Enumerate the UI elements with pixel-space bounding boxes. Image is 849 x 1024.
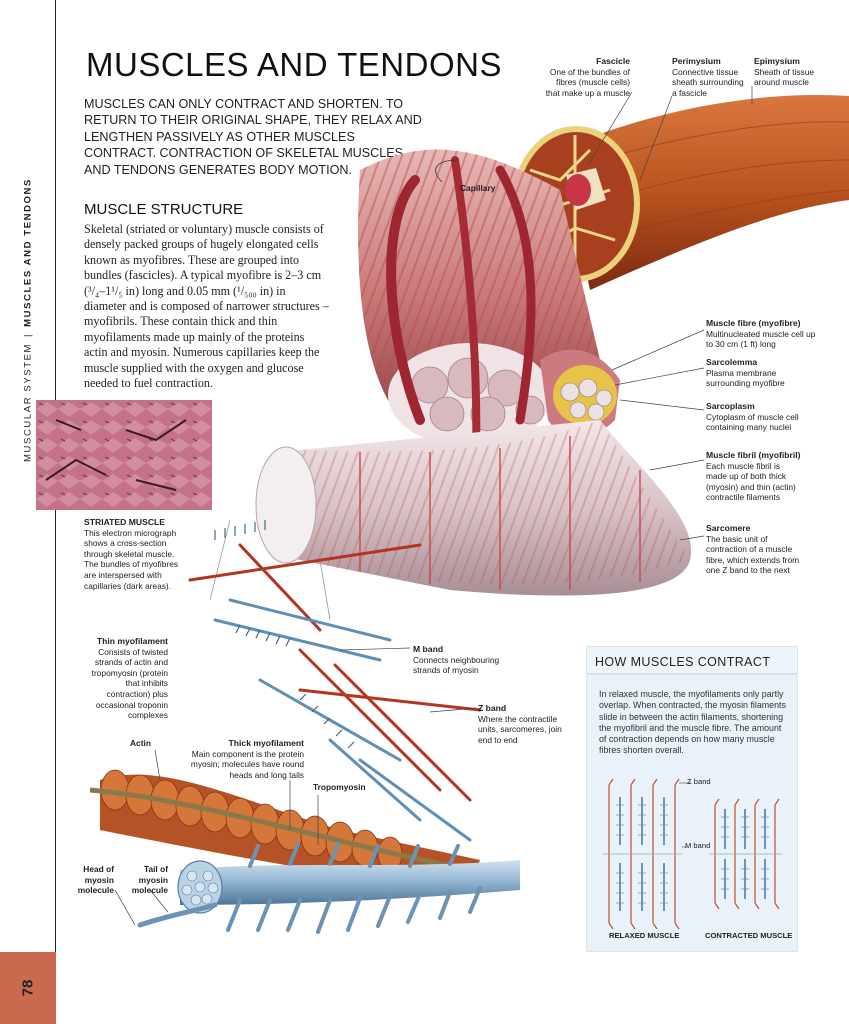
diagram-label-z-band: Z band — [687, 777, 711, 786]
label-actin: Actin — [130, 738, 151, 748]
page-title: MUSCLES AND TENDONS — [86, 46, 502, 83]
how-muscles-contract-panel: HOW MUSCLES CONTRACT In relaxed muscle, … — [586, 646, 798, 952]
thick-myofilament — [180, 860, 520, 905]
section-heading: MUSCLE STRUCTURE — [84, 201, 244, 218]
sarcomere-diagram — [603, 778, 782, 930]
intro-paragraph: MUSCLES CAN ONLY CONTRACT AND SHORTEN. T… — [84, 97, 422, 177]
panel-text: In relaxed muscle, the myofilaments only… — [599, 689, 786, 756]
relaxed-sarcomeres — [603, 778, 682, 930]
label-muscle-fibril: Muscle fibril (myofibril)Each muscle fib… — [706, 450, 801, 503]
contracted-sarcomeres — [709, 798, 782, 910]
electron-micrograph — [36, 400, 212, 510]
diagram-label-m-band: M band — [685, 841, 711, 850]
body-paragraph: Skeletal (striated or voluntary) muscle … — [84, 222, 329, 391]
label-head-of-myosin: Head of myosin molecule — [77, 864, 114, 896]
page-number-tab — [0, 952, 56, 1024]
capillary-vessel — [386, 175, 425, 425]
panel-heading: HOW MUSCLES CONTRACT — [587, 647, 797, 675]
myosin-strand — [213, 618, 382, 662]
side-strip — [0, 0, 56, 1024]
relaxed-muscle-label: RELAXED MUSCLE — [609, 931, 680, 940]
label-tail-of-myosin: Tail of myosin molecule — [131, 864, 168, 896]
label-capillary: Capillary — [460, 183, 496, 193]
myosin-tail — [137, 902, 218, 928]
actin-strand — [188, 543, 422, 582]
contracted-muscle-label: CONTRACTED MUSCLE — [705, 931, 793, 940]
label-muscle-fibre: Muscle fibre (myofibre)Multinucleated mu… — [706, 318, 816, 350]
muscle-belly — [560, 94, 849, 290]
label-tropomyosin: Tropomyosin — [313, 782, 366, 792]
myofibril-end — [255, 446, 317, 564]
